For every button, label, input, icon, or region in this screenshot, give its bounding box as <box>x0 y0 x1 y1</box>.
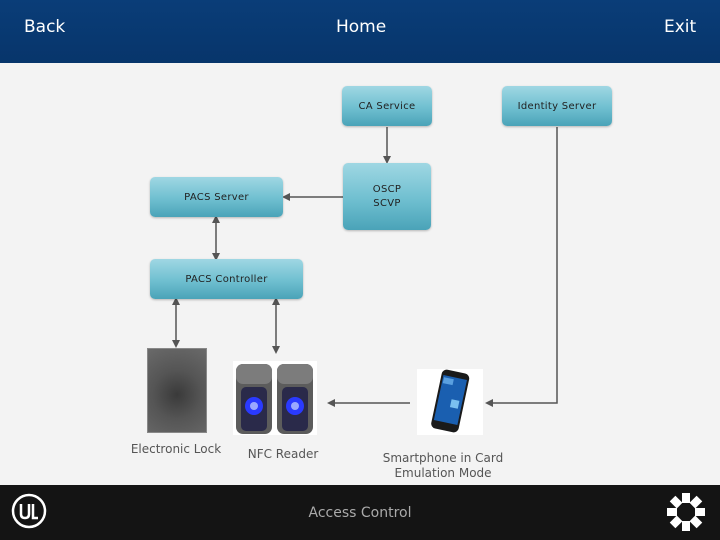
exit-button[interactable]: Exit <box>664 17 697 37</box>
smartphone-image <box>417 369 483 435</box>
identity-to-phone-arrow <box>485 127 558 407</box>
ca-service-label: CA Service <box>358 100 416 112</box>
smartphone-label-line2: Emulation Mode <box>394 466 492 480</box>
nfc-reader-label: NFC Reader <box>247 447 319 461</box>
pacs-server-label: PACS Server <box>184 191 249 203</box>
back-button[interactable]: Back <box>24 17 66 37</box>
nfc-reader-image <box>233 361 317 435</box>
smartphone-label: Smartphone in Card Emulation Mode <box>373 451 513 481</box>
diagram-area <box>0 63 720 485</box>
ca-service-box: CA Service <box>342 86 432 126</box>
scvp-label: SCVP <box>373 198 401 209</box>
pacs-server-box: PACS Server <box>150 177 283 217</box>
identity-server-box: Identity Server <box>502 86 612 126</box>
oscp-label: OSCP <box>372 184 402 195</box>
footer-bar: Access Control <box>0 485 720 540</box>
pacs-controller-box: PACS Controller <box>150 259 303 299</box>
pacs-controller-label: PACS Controller <box>185 273 268 285</box>
identity-server-label: Identity Server <box>517 100 597 112</box>
home-button[interactable]: Home <box>336 17 387 37</box>
electronic-lock-image <box>147 348 207 433</box>
brand-mark-icon <box>667 493 705 531</box>
electronic-lock-label: Electronic Lock <box>130 442 222 456</box>
oscp-scvp-box: OSCP SCVP <box>343 163 431 230</box>
top-nav-bar: Back Home Exit <box>0 0 720 63</box>
ul-logo-icon <box>11 493 47 529</box>
footer-title: Access Control <box>308 505 412 521</box>
smartphone-label-line1: Smartphone in Card <box>382 451 504 465</box>
